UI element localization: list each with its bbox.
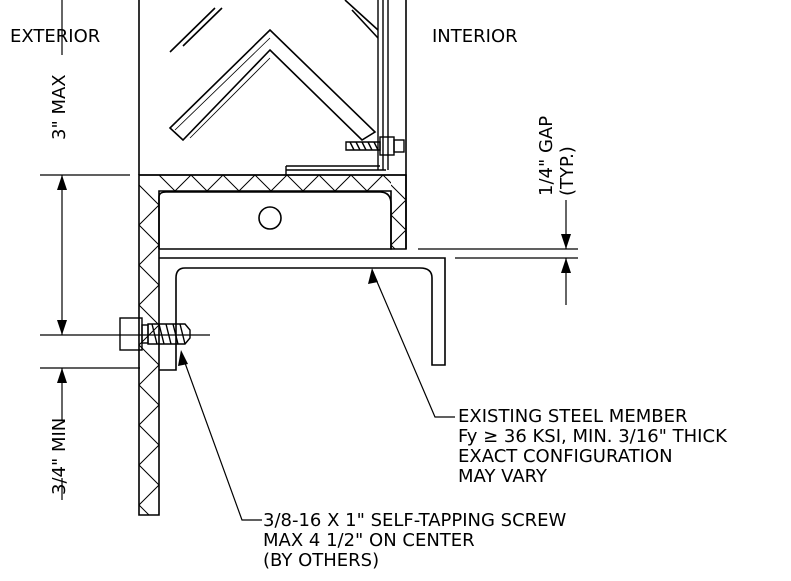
upper-panel <box>138 0 407 249</box>
steel-note-line: MAY VARY <box>458 466 547 487</box>
inner-tube <box>158 191 392 250</box>
chevron-strips <box>168 0 379 142</box>
interior-label: INTERIOR <box>432 26 518 47</box>
gap-label-line2: (TYP.) <box>557 146 578 196</box>
steel-note-line: EXISTING STEEL MEMBER <box>458 406 688 427</box>
screw-note-line: MAX 4 1/2" ON CENTER <box>263 530 475 551</box>
lower-screw <box>119 317 191 351</box>
dimension-lines <box>40 0 578 521</box>
steel-note-line: EXACT CONFIGURATION <box>458 446 673 467</box>
screw-note-line: 3/8-16 X 1" SELF-TAPPING SCREW <box>263 510 567 531</box>
screw-note: 3/8-16 X 1" SELF-TAPPING SCREW MAX 4 1/2… <box>263 511 566 571</box>
channel-wall <box>138 174 407 516</box>
gap-label-line1: 1/4" GAP <box>536 115 557 196</box>
upper-fastener <box>345 136 405 156</box>
max-dimension-label: 3" MAX <box>49 74 70 140</box>
steel-member-note: EXISTING STEEL MEMBER Fy ≥ 36 KSI, MIN. … <box>458 407 727 487</box>
min-dimension-label: 3/4" MIN <box>49 417 70 495</box>
screw-note-line: (BY OTHERS) <box>263 550 380 571</box>
steel-member <box>159 257 446 371</box>
steel-note-line: Fy ≥ 36 KSI, MIN. 3/16" THICK <box>458 426 727 447</box>
exterior-label: EXTERIOR <box>10 26 101 47</box>
arrowheads <box>57 175 571 383</box>
